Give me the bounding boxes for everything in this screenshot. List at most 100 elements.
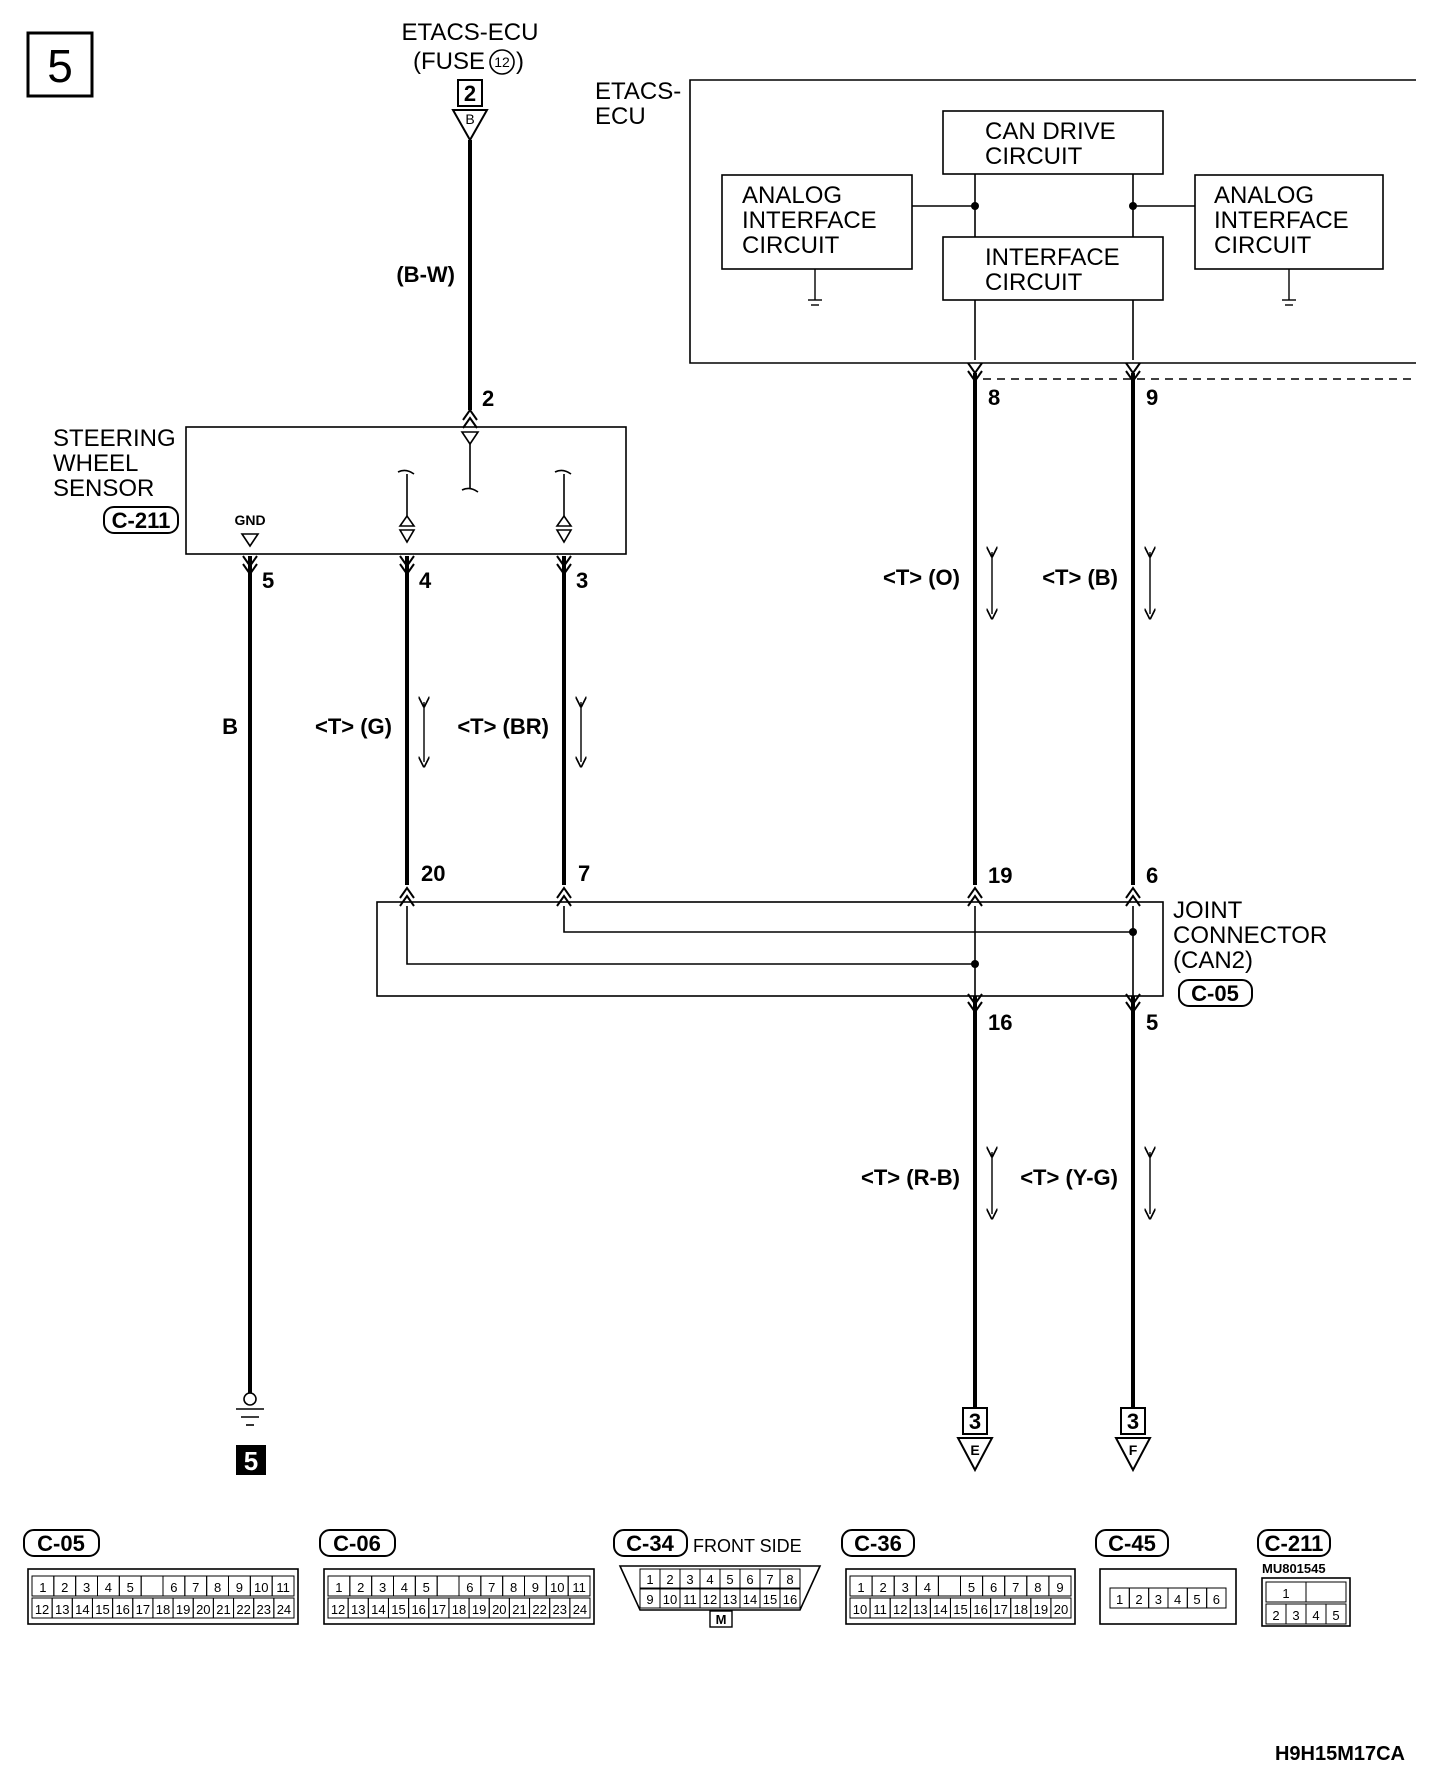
svg-text:CIRCUIT: CIRCUIT <box>985 143 1083 170</box>
pin-number: 23 <box>553 1602 567 1617</box>
pin-number: 5 <box>423 1580 430 1595</box>
wire-b-can: 9 <T> (B) <box>1042 362 1158 885</box>
pin-number: 11 <box>276 1580 290 1595</box>
pin-cell <box>1050 1597 1072 1619</box>
pin-number: 20 <box>492 1602 506 1617</box>
svg-text:C-211: C-211 <box>112 508 171 533</box>
pin-number: 1 <box>1282 1586 1289 1601</box>
svg-text:ETACS-ECU: ETACS-ECU <box>402 19 539 46</box>
pin-number: 9 <box>532 1580 539 1595</box>
svg-text:(FUSE: (FUSE <box>413 48 485 75</box>
pin-number: 12 <box>35 1602 49 1617</box>
pin-number: 4 <box>105 1580 112 1595</box>
pin-number: 13 <box>55 1602 69 1617</box>
svg-text:5: 5 <box>1146 1010 1158 1035</box>
pin-cell <box>273 1597 295 1619</box>
pin-number: 10 <box>853 1602 867 1617</box>
pin-number: 19 <box>472 1602 486 1617</box>
pin-number: 16 <box>973 1602 987 1617</box>
pin-number: 6 <box>466 1580 473 1595</box>
pin-number: 15 <box>763 1592 777 1607</box>
svg-text:<T> (Y-G): <T> (Y-G) <box>1020 1165 1118 1190</box>
pin-number: 14 <box>75 1602 89 1617</box>
etacs-ecu: ETACS- ECU CAN DRIVE CIRCUIT INTERFACE C… <box>595 78 1416 380</box>
wire-b-ground: 5 B 5 <box>222 555 274 1476</box>
pin-number: 8 <box>1034 1580 1041 1595</box>
pin-number: 11 <box>572 1580 586 1595</box>
svg-text:M: M <box>716 1612 727 1627</box>
pin-number: 23 <box>257 1602 271 1617</box>
pin-number: 19 <box>176 1602 190 1617</box>
pin-number: 7 <box>766 1572 773 1587</box>
svg-text:20: 20 <box>421 861 445 886</box>
sheet-number: 5 <box>26 31 94 98</box>
pin-number: 3 <box>1292 1608 1299 1623</box>
svg-text:WHEEL: WHEEL <box>53 450 138 477</box>
pin-number: 6 <box>746 1572 753 1587</box>
svg-text:CONNECTOR: CONNECTOR <box>1173 922 1327 949</box>
wire-bw: (B-W) 2 <box>396 140 494 429</box>
svg-text:ANALOG: ANALOG <box>1214 182 1314 209</box>
svg-text:ECU: ECU <box>595 103 646 130</box>
wire-rb: 16 <T> (R-B) <box>861 993 1012 1408</box>
svg-text:B: B <box>222 714 238 739</box>
pin-number: 11 <box>683 1592 697 1607</box>
svg-text:3: 3 <box>576 568 588 593</box>
pin-number: 2 <box>1272 1608 1279 1623</box>
wire-yg: 5 <T> (Y-G) <box>1020 993 1158 1408</box>
pin-number: 17 <box>993 1602 1007 1617</box>
steering-wheel-sensor: STEERING WHEEL SENSOR C-211 GND <box>53 425 627 555</box>
svg-text:C-211: C-211 <box>1265 1531 1324 1556</box>
pin-number: 20 <box>196 1602 210 1617</box>
pin-number: 6 <box>1213 1592 1220 1607</box>
pin-number: 12 <box>331 1602 345 1617</box>
pin-number: 17 <box>432 1602 446 1617</box>
svg-text:5: 5 <box>47 40 73 92</box>
pin-number: 17 <box>136 1602 150 1617</box>
pin-number: 7 <box>488 1580 495 1595</box>
pin-number: 22 <box>236 1602 250 1617</box>
pin-number: 2 <box>1135 1592 1142 1607</box>
pin-number: 19 <box>1034 1602 1048 1617</box>
pin-cell <box>1325 1603 1347 1625</box>
svg-text:ETACS-: ETACS- <box>595 78 681 105</box>
svg-text:5: 5 <box>244 1446 258 1476</box>
pin-number: 24 <box>573 1602 587 1617</box>
interface-circuit <box>942 236 1164 301</box>
svg-text:<T> (O): <T> (O) <box>883 565 960 590</box>
wire-br: 3 <T> (BR) <box>457 555 588 885</box>
svg-text:(CAN2): (CAN2) <box>1173 947 1253 974</box>
pin-number: 15 <box>953 1602 967 1617</box>
pin-number: 13 <box>913 1602 927 1617</box>
pin-cell <box>1048 1575 1072 1597</box>
svg-text:STEERING: STEERING <box>53 425 176 452</box>
svg-text:19: 19 <box>988 863 1012 888</box>
pin-cell <box>779 1568 801 1589</box>
pin-number: 5 <box>968 1580 975 1595</box>
pin-cell <box>436 1575 460 1597</box>
pin-number: 2 <box>357 1580 364 1595</box>
pin-number: 14 <box>743 1592 757 1607</box>
pin-number: 12 <box>893 1602 907 1617</box>
pin-number: 10 <box>254 1580 268 1595</box>
svg-text:C-34: C-34 <box>626 1531 674 1556</box>
svg-text:<T> (R-B): <T> (R-B) <box>861 1165 960 1190</box>
pin-number: 21 <box>512 1602 526 1617</box>
svg-text:CIRCUIT: CIRCUIT <box>742 232 840 259</box>
pin-number: 5 <box>127 1580 134 1595</box>
pin-number: 16 <box>411 1602 425 1617</box>
pin-number: 18 <box>1014 1602 1028 1617</box>
pin-number: 13 <box>351 1602 365 1617</box>
svg-text:<T> (G): <T> (G) <box>315 714 392 739</box>
pin-number: 4 <box>924 1580 931 1595</box>
pin-number: 3 <box>902 1580 909 1595</box>
pin-number: 10 <box>663 1592 677 1607</box>
pin-number: 4 <box>401 1580 408 1595</box>
svg-text:2: 2 <box>482 386 494 411</box>
pin-number: 5 <box>1332 1608 1339 1623</box>
